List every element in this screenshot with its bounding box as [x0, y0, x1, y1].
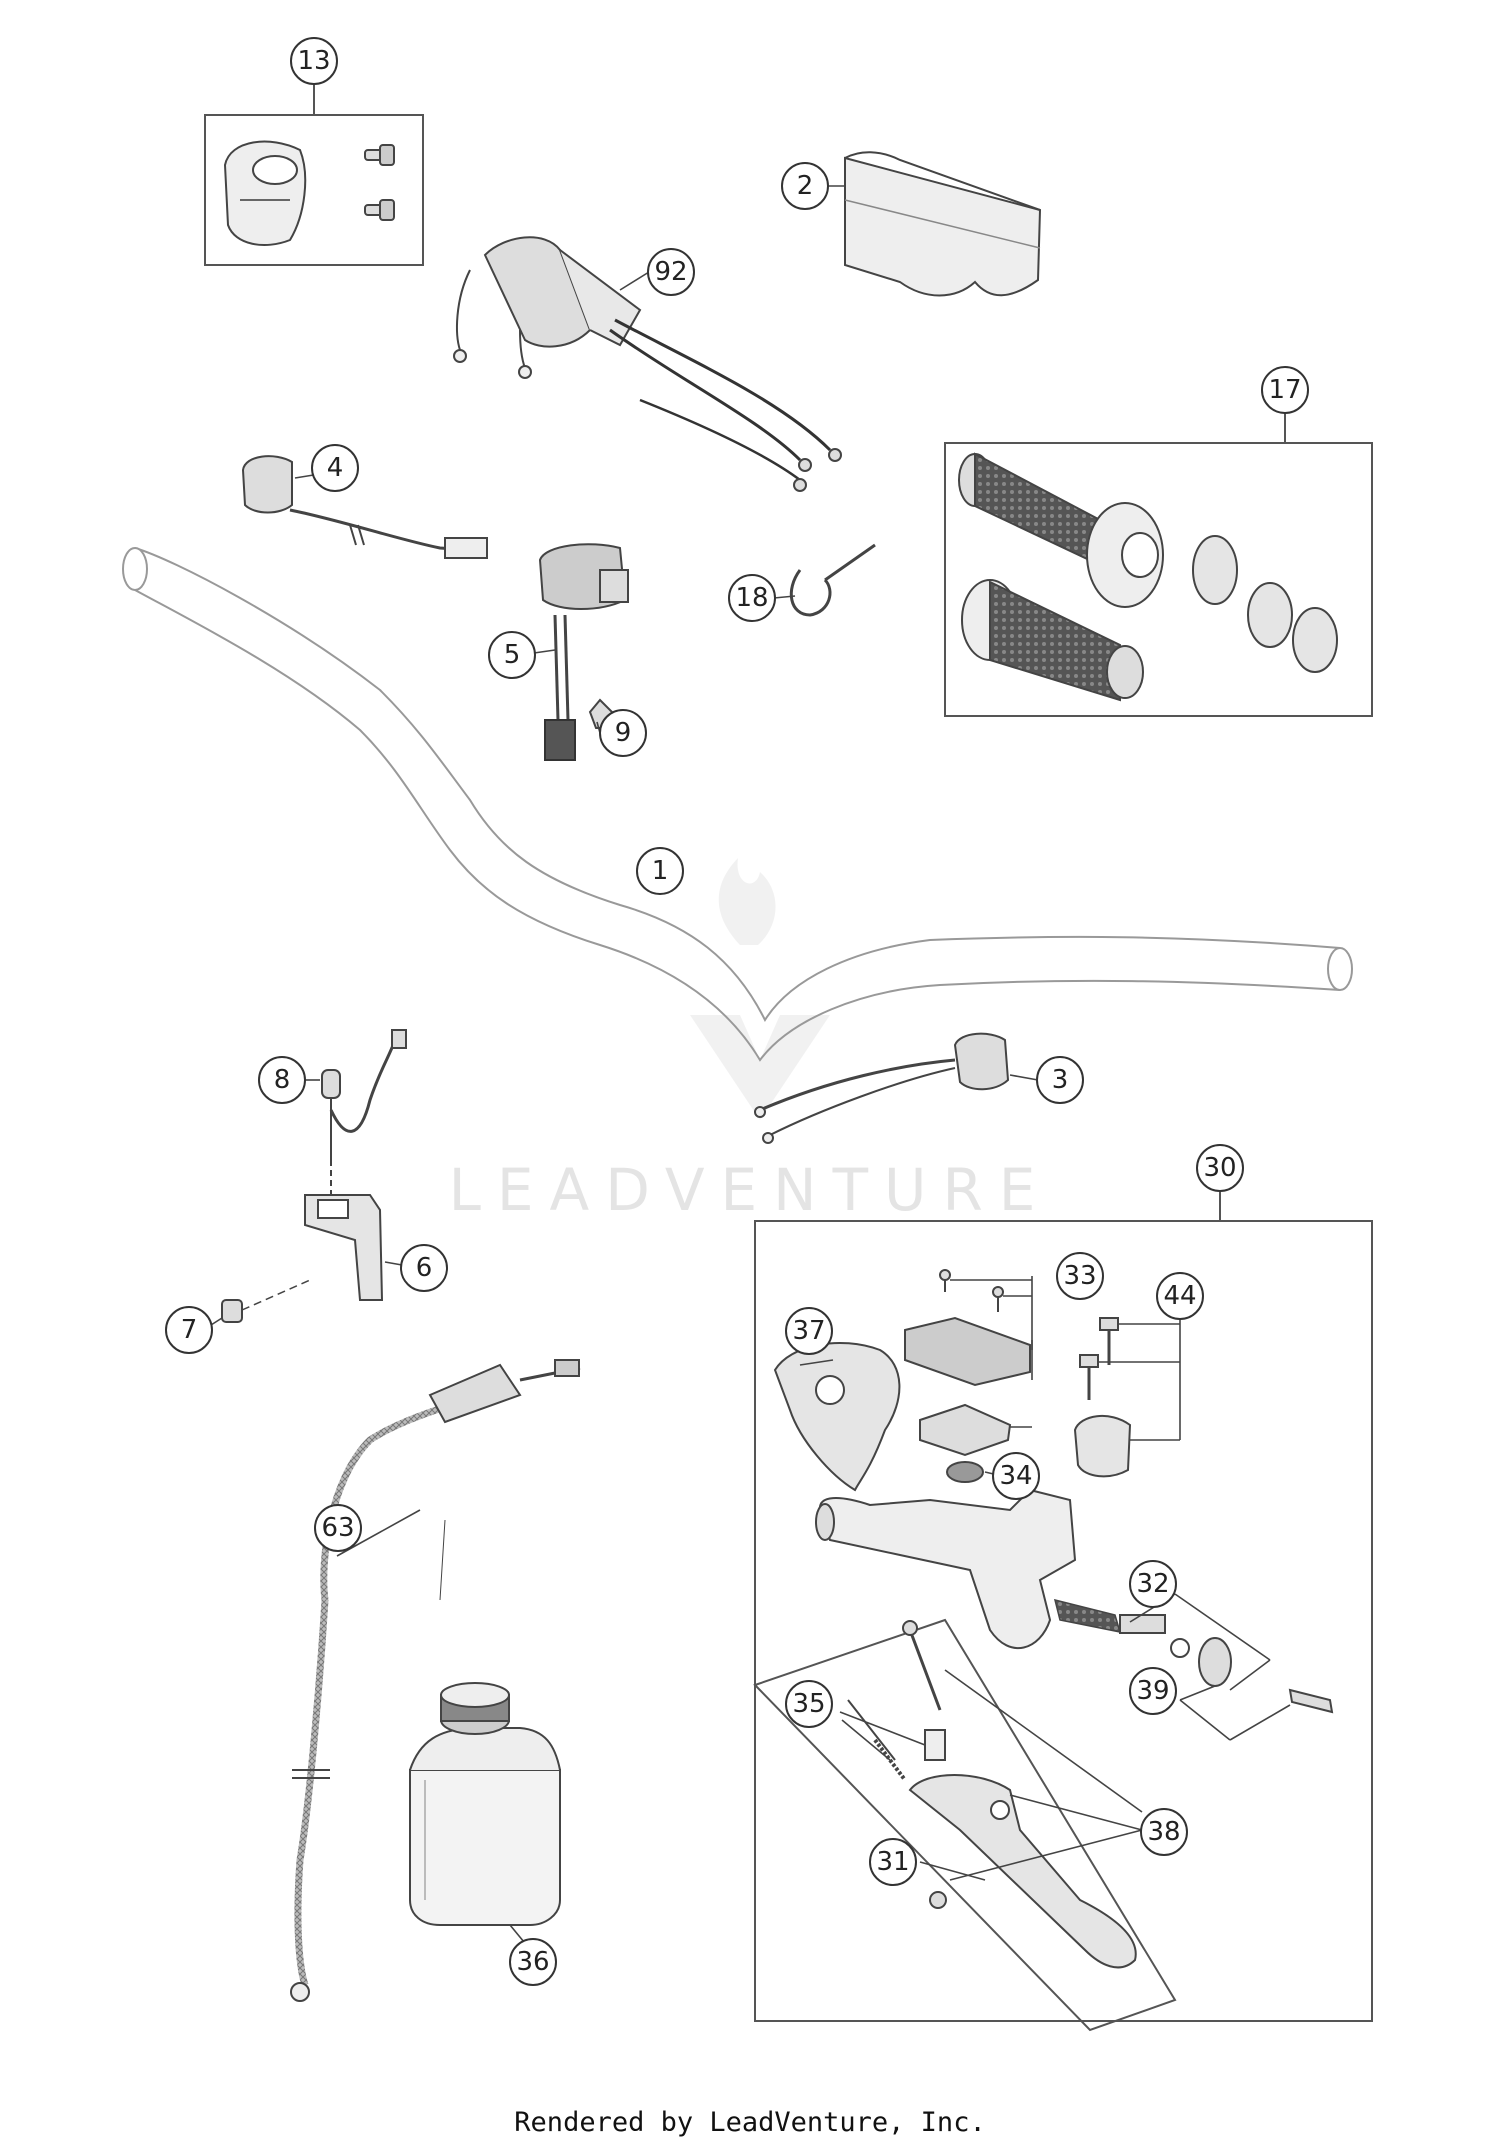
- svg-text:3: 3: [1052, 1065, 1069, 1095]
- callout-18: 18: [728, 574, 776, 622]
- svg-text:7: 7: [181, 1315, 198, 1345]
- svg-text:17: 17: [1268, 375, 1301, 405]
- leadventure-logo-icon: [690, 858, 830, 1120]
- footer-credit: Rendered by LeadVenture, Inc.: [514, 2107, 985, 2138]
- callout-30: 30: [1196, 1144, 1244, 1192]
- svg-text:2: 2: [797, 171, 814, 201]
- callout-44: 44: [1156, 1272, 1204, 1320]
- svg-text:6: 6: [416, 1253, 433, 1283]
- callout-34: 34: [992, 1452, 1040, 1500]
- callout-4: 4: [311, 444, 359, 492]
- part-92-throttle-assembly: [453, 236, 842, 492]
- leader-lines: [210, 185, 1291, 1943]
- callout-63: 63: [314, 1504, 362, 1552]
- callout-31: 31: [869, 1838, 917, 1886]
- svg-text:92: 92: [654, 257, 687, 287]
- svg-text:63: 63: [321, 1513, 354, 1543]
- part-7-screw: [221, 1279, 311, 1323]
- part-4-switch: [241, 455, 488, 559]
- callout-6: 6: [400, 1244, 448, 1292]
- callout-8: 8: [258, 1056, 306, 1104]
- svg-text:36: 36: [516, 1947, 549, 1977]
- svg-text:4: 4: [327, 453, 344, 483]
- callout-33: 33: [1056, 1252, 1104, 1300]
- part-2-handlebar-pad: [844, 151, 1042, 297]
- svg-text:18: 18: [735, 583, 768, 613]
- part-3-switch: [754, 1032, 1010, 1144]
- svg-text:13: 13: [297, 46, 330, 76]
- callout-7: 7: [165, 1306, 213, 1354]
- part-5-switch-unit: [538, 543, 629, 761]
- callout-5: 5: [488, 631, 536, 679]
- part-17-grips-kit: [944, 412, 1373, 717]
- svg-text:44: 44: [1163, 1281, 1196, 1311]
- svg-text:38: 38: [1147, 1817, 1180, 1847]
- part-6-bracket: [304, 1160, 384, 1301]
- svg-text:39: 39: [1136, 1676, 1169, 1706]
- watermark: LEADVENTURE: [449, 858, 1052, 1224]
- callout-38: 38: [1140, 1808, 1188, 1856]
- callout-92: 92: [647, 248, 695, 296]
- svg-text:34: 34: [999, 1461, 1032, 1491]
- callout-13: 13: [290, 37, 338, 85]
- callout-39: 39: [1129, 1667, 1177, 1715]
- callout-36: 36: [509, 1938, 557, 1986]
- watermark-text: LEADVENTURE: [449, 1156, 1052, 1224]
- part-36-fluid-bottle: [409, 1682, 561, 1926]
- part-63-brake-line: [290, 1359, 581, 2002]
- part-18-cable-tie: [789, 543, 876, 617]
- callout-37: 37: [785, 1307, 833, 1355]
- svg-text:30: 30: [1203, 1153, 1236, 1183]
- svg-text:32: 32: [1136, 1569, 1169, 1599]
- svg-text:8: 8: [274, 1065, 291, 1095]
- callout-9: 9: [599, 709, 647, 757]
- svg-text:31: 31: [876, 1847, 909, 1877]
- callout-1: 1: [636, 847, 684, 895]
- part-1-handlebar: [122, 547, 1353, 1062]
- callout-2: 2: [781, 162, 829, 210]
- svg-text:37: 37: [792, 1316, 825, 1346]
- callout-32: 32: [1129, 1560, 1177, 1608]
- svg-text:9: 9: [615, 718, 632, 748]
- svg-text:33: 33: [1063, 1261, 1096, 1291]
- part-8-sensor: [321, 1029, 407, 1160]
- svg-text:5: 5: [504, 640, 521, 670]
- svg-text:35: 35: [792, 1689, 825, 1719]
- part-13-clamp-kit: [204, 84, 424, 266]
- part-30-master-cylinder-kit: [753, 1190, 1373, 2032]
- callout-3: 3: [1036, 1056, 1084, 1104]
- callout-17: 17: [1261, 366, 1309, 414]
- svg-text:1: 1: [652, 856, 669, 886]
- callout-35: 35: [785, 1680, 833, 1728]
